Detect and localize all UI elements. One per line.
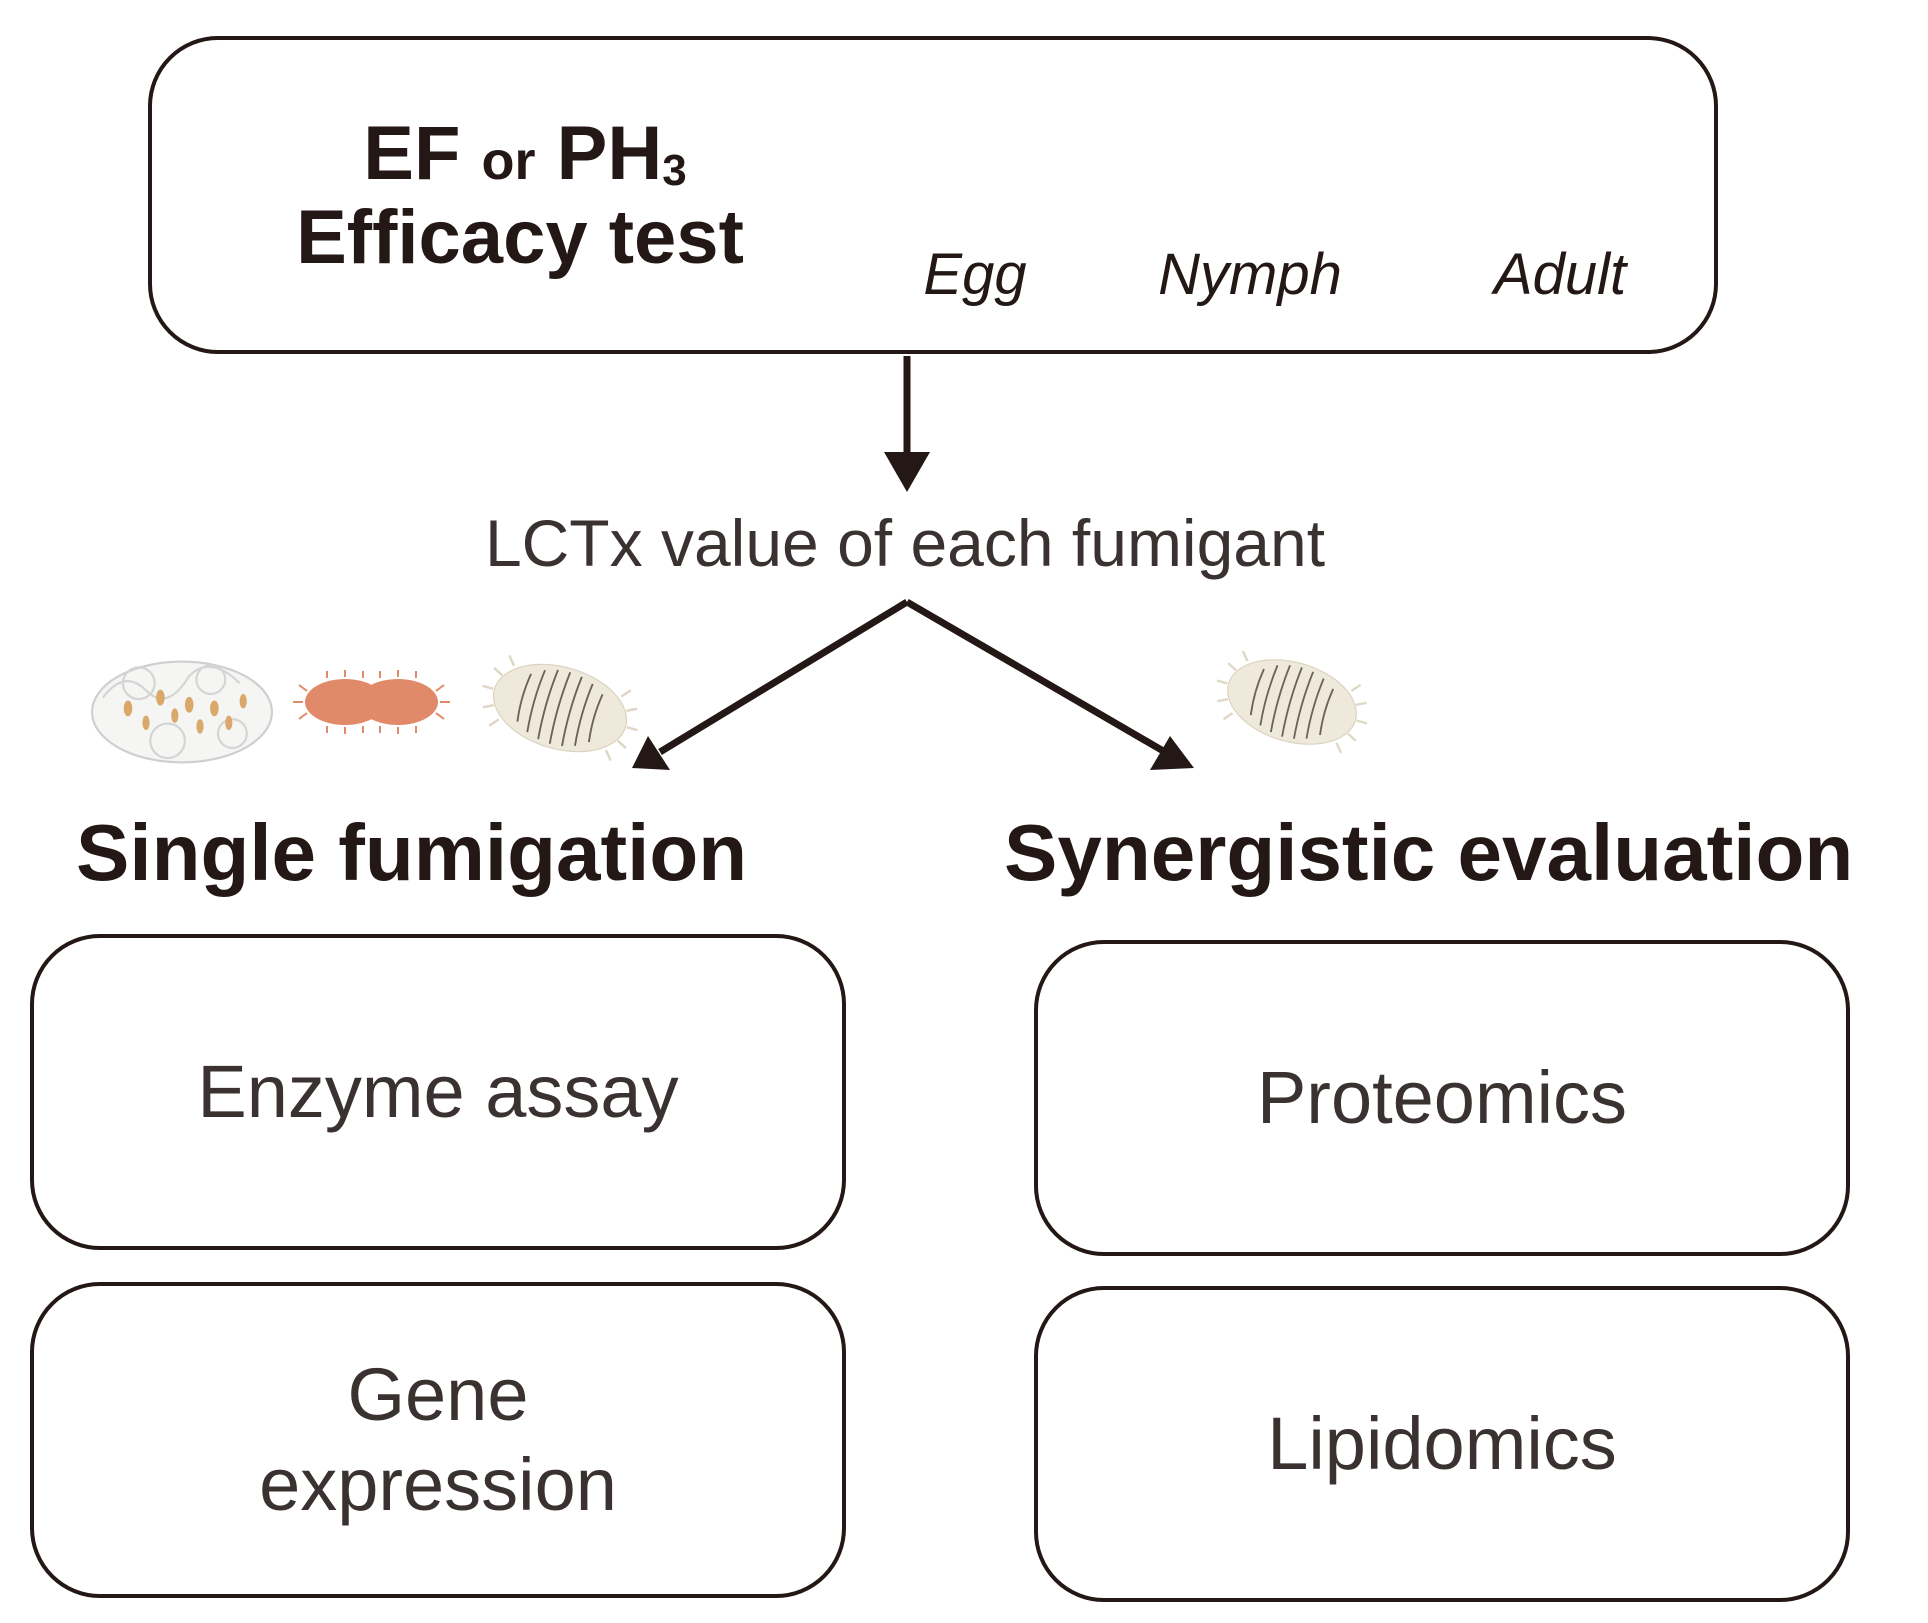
branch-arrows xyxy=(632,598,1194,770)
stage-label-egg: Egg xyxy=(923,242,1027,307)
adult-mealybug-icon xyxy=(1216,650,1368,754)
proteomics-label: Proteomics xyxy=(1256,1056,1628,1139)
gene-expression-box: Gene expression xyxy=(30,1282,846,1598)
gene-expression-line2: expression xyxy=(259,1443,617,1526)
enzyme-assay-box: Enzyme assay xyxy=(30,934,846,1250)
ef-label: EF xyxy=(363,111,461,196)
lipidomics-label: Lipidomics xyxy=(1267,1402,1617,1485)
enzyme-assay-label: Enzyme assay xyxy=(197,1050,679,1133)
lctx-label: LCTx value of each fumigant xyxy=(484,506,1326,580)
egg-mass-icon xyxy=(90,660,274,764)
stage-label-nymph: Nymph xyxy=(1158,242,1342,307)
fumigant-title: EF or PH3 xyxy=(250,112,800,203)
ph-subscript: 3 xyxy=(662,146,687,195)
gene-expression-line1: Gene xyxy=(347,1353,529,1436)
gene-expression-label: Gene expression xyxy=(259,1350,617,1530)
lipidomics-box: Lipidomics xyxy=(1034,1286,1850,1602)
efficacy-test-box xyxy=(148,36,1718,354)
stage-label-adult: Adult xyxy=(1493,242,1627,307)
synergistic-evaluation-title: Synergistic evaluation xyxy=(1004,808,1854,897)
ph-label: PH xyxy=(556,111,663,196)
efficacy-test-title: Efficacy test xyxy=(296,195,744,280)
or-label: or xyxy=(481,131,536,191)
nymph-icon xyxy=(293,670,450,734)
single-fumigation-title: Single fumigation xyxy=(76,808,748,897)
down-arrow xyxy=(884,356,930,492)
proteomics-box: Proteomics xyxy=(1034,940,1850,1256)
adult-mealybug-icon xyxy=(482,654,638,762)
